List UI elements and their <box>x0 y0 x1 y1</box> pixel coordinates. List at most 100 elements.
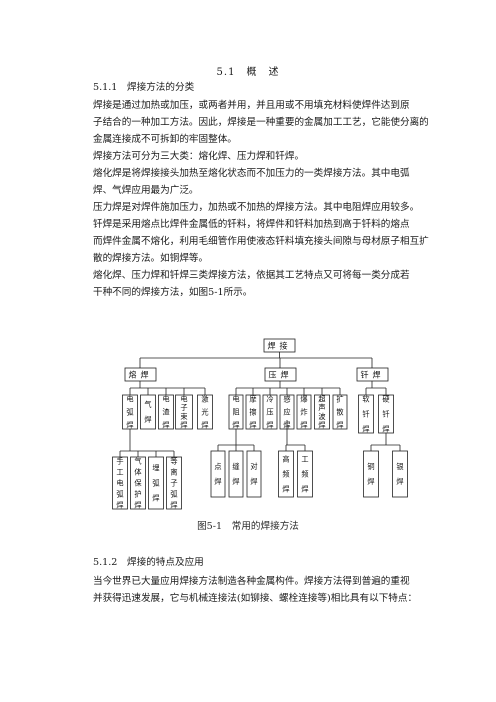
node-char: 焊 <box>382 425 389 434</box>
node-char: 焊 <box>170 501 177 510</box>
node-pressure-method: 冷压焊 <box>262 395 278 430</box>
node-char: 铜 <box>367 462 374 471</box>
node-label: 钎焊 <box>361 370 385 380</box>
node-arc-method: 埋弧焊 <box>148 456 164 510</box>
node-pressure-method: 扩散焊 <box>332 395 348 430</box>
node-char: 气 <box>134 457 141 466</box>
node-char: 焊 <box>144 415 151 424</box>
node-label: 焊接 <box>268 341 292 351</box>
node-brazing-method: 软钎焊 <box>358 395 374 434</box>
node-char: 离 <box>170 468 177 477</box>
node-brazing: 钎焊 <box>356 367 389 382</box>
node-label: 压焊 <box>269 370 293 380</box>
node-char: 子 <box>170 479 177 488</box>
node-char: 焊 <box>367 477 374 486</box>
node-char: 焊 <box>396 477 403 486</box>
paragraph-line: 熔化焊、压力焊和钎焊三类焊接方法，依据其工艺特点又可将每一类分成若 <box>93 270 410 281</box>
node-char: 超 <box>318 395 325 404</box>
paragraph-line: 钎焊是采用熔点比焊件金属低的钎料，将焊件和钎料加热到高于钎料的熔点 <box>93 219 410 230</box>
node-fusion-method: 电渣焊 <box>158 395 174 430</box>
node-char: 焊 <box>250 477 257 486</box>
paragraph-line: 压力焊是对焊件施加压力，加热或不加热的焊接方法。其中电阻焊应用较多。 <box>93 202 420 213</box>
node-char: 钎 <box>382 410 389 419</box>
paragraph-line: 当今世界已大量应用焊接方法制造各种金属构件。焊接方法得到普遍的重视 <box>93 576 410 587</box>
node-char: 焊 <box>266 421 273 430</box>
node-char: 焊 <box>162 421 169 430</box>
node-char: 焊 <box>201 421 208 430</box>
node-char: 弧 <box>152 479 159 488</box>
node-char: 气 <box>144 400 151 409</box>
node-hard-brazing-method: 铜焊 <box>363 450 379 498</box>
node-char: 钎 <box>362 410 369 419</box>
node-char: 焊 <box>300 421 307 430</box>
node-char: 体 <box>134 468 141 477</box>
node-char: 频 <box>282 470 289 479</box>
node-char: 保 <box>134 479 142 488</box>
node-label: 熔焊 <box>129 370 153 380</box>
node-char: 焊 <box>214 477 221 486</box>
node-char: 软 <box>362 395 369 404</box>
node-fusion-method: 电弧焊 <box>122 395 138 430</box>
paragraph-line: 干种不同的焊接方法，如图5-1所示。 <box>93 287 253 298</box>
figure-caption: 图5-1 常用的焊接方法 <box>197 521 299 532</box>
paragraph-line: 子结合的一种加工方法。因此，焊接是一种重要的金属加工工艺，它能使分离的 <box>93 117 429 128</box>
node-char: 束 <box>180 412 187 421</box>
node-char: 激 <box>201 395 208 404</box>
node-char: 焊 <box>301 485 308 494</box>
node-char: 高 <box>282 455 289 464</box>
node-char: 埋 <box>152 464 159 473</box>
node-char: 感 <box>283 395 290 404</box>
node-char: 散 <box>336 408 343 417</box>
node-char: 阻 <box>232 408 239 417</box>
node-hard-brazing-method: 银焊 <box>392 450 408 498</box>
node-resistance-method: 对焊 <box>246 450 262 498</box>
node-char: 银 <box>396 462 403 471</box>
node-char: 焊 <box>362 425 369 434</box>
node-char: 频 <box>301 470 308 479</box>
node-char: 应 <box>283 408 290 417</box>
paragraph-line: 并获得迅速发展，它与机械连接法(如铆接、螺栓连接等)相比具有以下特点： <box>93 593 418 604</box>
node-char: 焊 <box>180 421 187 430</box>
node-fusion-method: 激光焊 <box>197 395 213 430</box>
subsection-heading: 5.1.2 焊接的特点及应用 <box>93 557 204 568</box>
node-char: 压 <box>266 408 273 417</box>
paragraph-line: 而焊件金属不熔化，利用毛细管作用使液态钎料填充接头间隙与母材原子相互扩 <box>93 236 429 247</box>
node-char: 工 <box>301 455 308 464</box>
node-char: 摩 <box>249 395 256 404</box>
node-char: 护 <box>134 490 141 499</box>
node-char: 电 <box>232 395 239 404</box>
node-pressure-method: 电阻焊 <box>228 395 244 430</box>
node-char: 焊 <box>152 494 159 503</box>
node-resistance-method: 缝焊 <box>228 450 244 498</box>
node-char: 弧 <box>126 408 133 417</box>
node-char: 声 <box>318 403 325 412</box>
node-char: 扩 <box>336 395 343 404</box>
paragraph-line: 金属连接成不可拆卸的牢固整体。 <box>93 134 237 145</box>
node-resistance-method: 点焊 <box>210 450 226 498</box>
node-char: 弧 <box>116 490 123 499</box>
node-char: 焊 <box>336 421 343 430</box>
paragraph-line: 散的焊接方法。如铜焊等。 <box>93 253 209 264</box>
node-pressure: 压焊 <box>264 367 297 382</box>
node-char: 炸 <box>300 408 307 417</box>
node-char: 电 <box>116 479 123 488</box>
node-char: 擦 <box>249 408 256 417</box>
node-fusion: 熔焊 <box>124 367 157 382</box>
subsection-heading: 5.1.1 焊接方法的分类 <box>93 82 195 93</box>
paragraph-line: 熔化焊是将焊接接头加热至熔化状态而不加压力的一类焊接方法。其中电弧 <box>93 168 410 179</box>
node-char: 手 <box>116 457 123 466</box>
node-char: 焊 <box>232 421 239 430</box>
node-char: 缝 <box>232 462 239 471</box>
node-char: 弧 <box>170 490 177 499</box>
node-induction-method: 工频焊 <box>297 450 313 498</box>
node-char: 子 <box>180 403 187 412</box>
node-char: 冷 <box>266 395 273 404</box>
node-char: 渣 <box>162 408 169 417</box>
node-char: 爆 <box>300 395 308 404</box>
node-char: 硬 <box>382 395 389 404</box>
